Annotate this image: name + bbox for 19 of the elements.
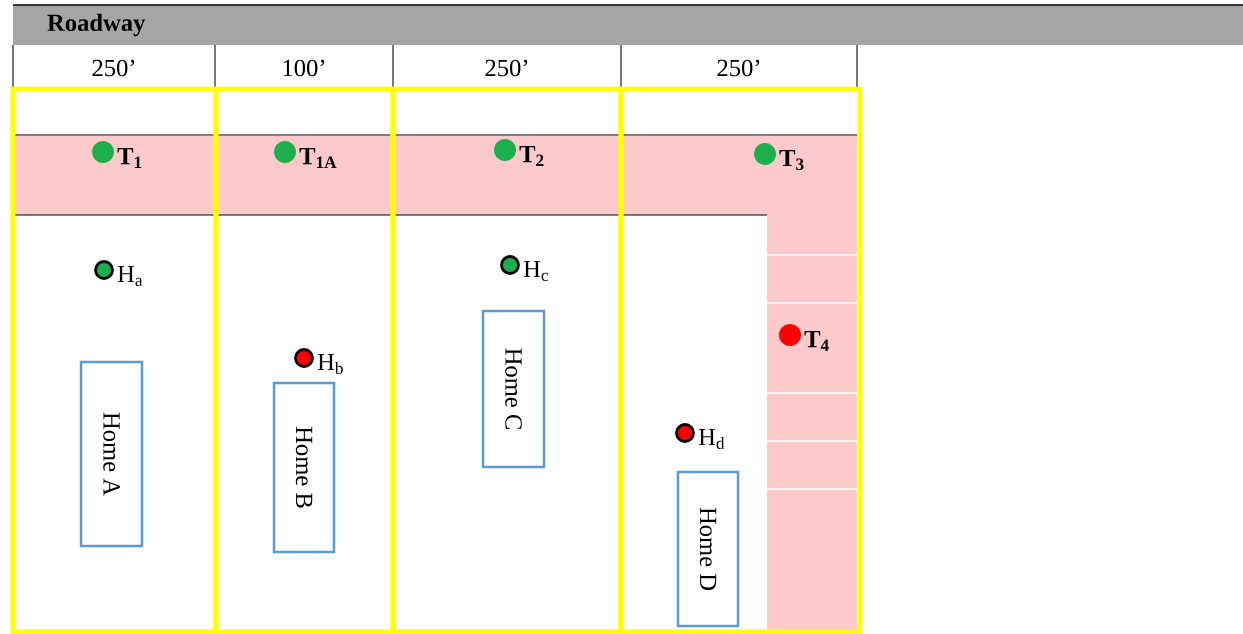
home-box: Home B [272, 381, 336, 554]
home-box: Home C [481, 309, 546, 469]
dimension-label: 100’ [283, 59, 325, 77]
dot-label: T$_{3}$ [779, 149, 804, 171]
dimension-label: 250’ [485, 59, 528, 77]
dot-label: H$_{d}$ [698, 428, 725, 450]
dimension-label: 250’ [717, 59, 760, 77]
dot-label: T$_{2}$ [519, 146, 544, 166]
dimension-label: 250’ [92, 59, 135, 77]
dot-label: H$_{a}$ [117, 265, 143, 287]
header-bar: Roadway [12, 4, 1243, 45]
lot-outline [618, 86, 863, 634]
dot-label: T$_{1}$ [117, 148, 142, 168]
dot-label: T$_{4}$ [804, 331, 829, 351]
dot-label: T$_{1A}$ [299, 148, 337, 168]
dot-label: H$_{b}$ [317, 353, 343, 375]
home-box: Home D [676, 470, 740, 628]
home-box: Home A [79, 360, 144, 548]
dot-label: H$_{c}$ [523, 260, 548, 282]
